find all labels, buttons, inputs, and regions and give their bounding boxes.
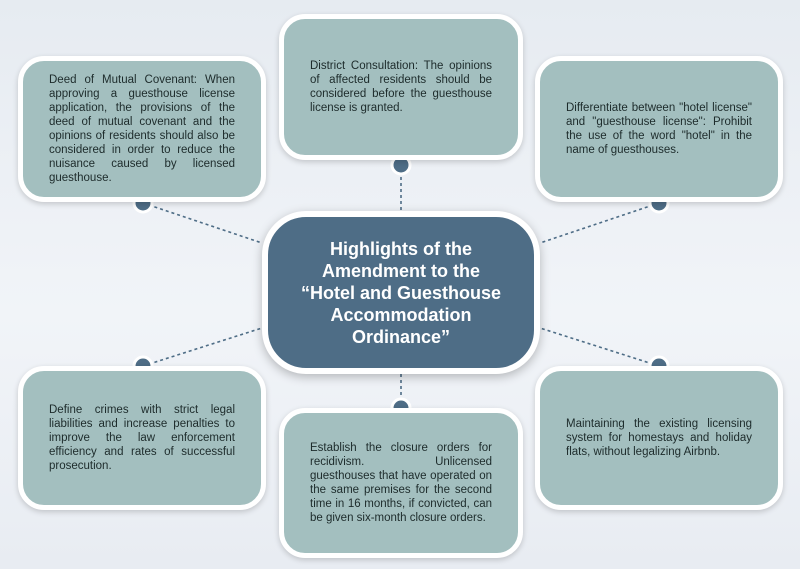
box-maintain-licensing: Maintaining the existing licensing syste…: [535, 366, 783, 510]
central-title: Highlights of the Amendment to the “Hote…: [262, 211, 540, 374]
box-text: Define crimes with strict legal liabilit…: [49, 404, 235, 472]
box-differentiate-license: Differentiate between "hotel license" an…: [535, 56, 783, 202]
box-text: District Consultation: The opinions of a…: [310, 60, 492, 114]
box-text: Differentiate between "hotel license" an…: [566, 102, 752, 156]
connector-top-right: [539, 202, 660, 244]
connector-top-left: [142, 202, 263, 244]
box-text: Maintaining the existing licensing syste…: [566, 418, 752, 458]
box-district-consultation: District Consultation: The opinions of a…: [279, 14, 523, 160]
box-text: Deed of Mutual Covenant: When approving …: [49, 74, 235, 184]
box-closure-orders: Establish the closure orders for recidiv…: [279, 408, 523, 558]
box-deed-of-mutual-covenant: Deed of Mutual Covenant: When approving …: [18, 56, 266, 202]
connector-bottom-left: [142, 327, 263, 367]
box-text: Establish the closure orders for recidiv…: [310, 442, 492, 524]
connector-bottom-right: [539, 327, 660, 367]
box-define-crimes: Define crimes with strict legal liabilit…: [18, 366, 266, 510]
